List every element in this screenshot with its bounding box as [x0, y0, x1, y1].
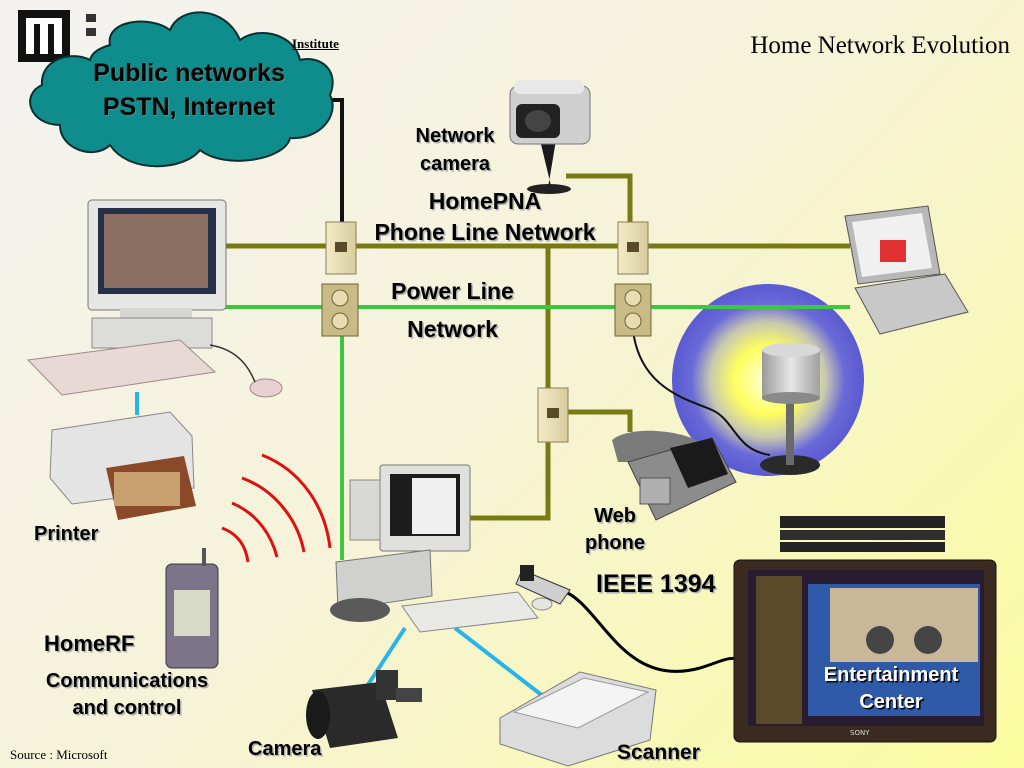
entertainment-center-label: Entertainment Center [808, 662, 974, 716]
communications-line-2: and control [72, 697, 182, 719]
av-stack-icon [780, 516, 945, 552]
cellphone-icon [165, 548, 219, 669]
entertainment-line-2: Center [859, 691, 923, 713]
power-line-label: Power Line Network [380, 272, 525, 348]
communications-line-1: Communications [45, 670, 209, 692]
printer-label: Printer [34, 523, 99, 545]
svg-text:SONY: SONY [850, 729, 870, 737]
entertainment-line-1: Entertainment [823, 664, 959, 686]
homepna-line-1: HomePNA [428, 188, 542, 214]
lamp-icon [760, 343, 820, 475]
desktop-pc-icon [26, 199, 283, 398]
printer-icon [49, 411, 196, 520]
ieee-1394-label: IEEE 1394 [596, 570, 716, 598]
network-camera-line-2: camera [419, 153, 491, 175]
web-phone-line-2: phone [585, 532, 645, 554]
homepna-line-2: Phone Line Network [374, 219, 596, 245]
logo-frame [18, 10, 70, 62]
communications-label: Communications and control [28, 668, 226, 722]
page-title: Home Network Evolution [750, 32, 1010, 59]
web-phone-icon [612, 430, 737, 521]
lamp-cord [632, 329, 771, 456]
network-camera-icon [509, 80, 591, 194]
source-note: Source : Microsoft [10, 747, 108, 762]
power-line-line-1: Power Line [391, 278, 514, 304]
cloud-icon [29, 11, 334, 168]
camcorder-icon [306, 670, 422, 748]
network-camera-label: Network camera [400, 122, 510, 178]
public-networks-label: Public networks PSTN, Internet [44, 56, 334, 124]
web-phone-line-1: Web [594, 505, 636, 527]
homerf-waves [221, 453, 332, 563]
cloud-line-2: PSTN, Internet [102, 93, 276, 121]
logo-cjk-fragment [86, 14, 96, 36]
internet-cable [330, 98, 344, 224]
homepna-label: HomePNA Phone Line Network [355, 186, 615, 248]
homerf-label: HomeRF [44, 631, 135, 656]
phone-jack-icon [325, 221, 649, 443]
dv-plug-icon [515, 565, 571, 605]
second-pc-icon [330, 464, 553, 633]
camera-label: Camera [248, 738, 322, 760]
logo-icon [18, 10, 70, 62]
cloud-line-1: Public networks [93, 59, 285, 87]
web-phone-label: Web phone [570, 503, 660, 557]
power-line-line-2: Network [407, 316, 498, 342]
ieee-cable [559, 588, 743, 673]
power-outlet-icon [321, 283, 652, 337]
network-camera-line-1: Network [415, 125, 495, 147]
tv-icon: SONY [733, 559, 997, 743]
laptop-icon [844, 205, 969, 335]
scanner-icon [499, 671, 657, 767]
scanner-label: Scanner [617, 741, 700, 764]
institute-fragment: Institute [292, 36, 339, 51]
